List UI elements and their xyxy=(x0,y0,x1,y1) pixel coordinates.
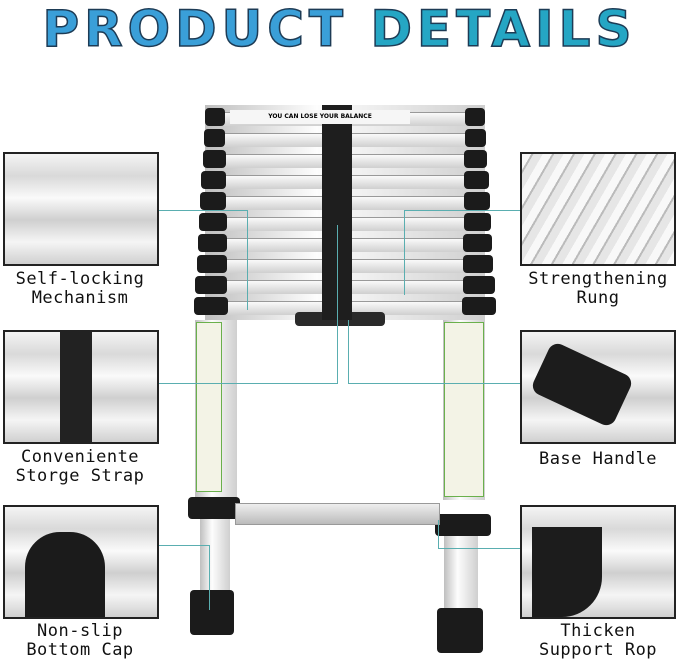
lock-cap xyxy=(462,276,495,294)
lock-cap xyxy=(195,276,228,294)
lock-cap xyxy=(196,255,228,273)
feature-caption: Base Handle xyxy=(538,449,658,469)
lock-cap xyxy=(201,171,226,189)
feature-photo-storage-strap xyxy=(3,330,159,444)
lock-cap xyxy=(465,108,485,126)
page-title: PRODUCT DETAILS xyxy=(42,0,637,59)
lock-cap xyxy=(463,192,490,210)
lock-cap xyxy=(202,150,226,168)
lock-cap xyxy=(464,171,489,189)
lock-cap xyxy=(462,297,496,315)
lock-cap xyxy=(463,213,491,231)
lock-cap xyxy=(197,234,227,252)
lock-cap xyxy=(464,150,488,168)
lock-cap xyxy=(464,129,487,147)
feature-photo-rung xyxy=(520,152,676,266)
lock-cap xyxy=(463,234,493,252)
lock-cap xyxy=(462,255,494,273)
feature-photo-support xyxy=(520,505,676,619)
bottom-cap-left xyxy=(190,590,234,635)
lock-cap xyxy=(200,192,227,210)
feature-photo-bottom-cap xyxy=(3,505,159,619)
lock-cap xyxy=(194,297,228,315)
bottom-cap-right xyxy=(437,608,483,653)
feature-photo-base-handle xyxy=(520,330,676,444)
lock-cap xyxy=(199,213,227,231)
feature-photo-self-locking xyxy=(3,152,159,266)
warning-sticker: YOU CAN LOSE YOUR BALANCE xyxy=(230,110,410,124)
lock-cap xyxy=(205,108,225,126)
lock-cap xyxy=(203,129,226,147)
